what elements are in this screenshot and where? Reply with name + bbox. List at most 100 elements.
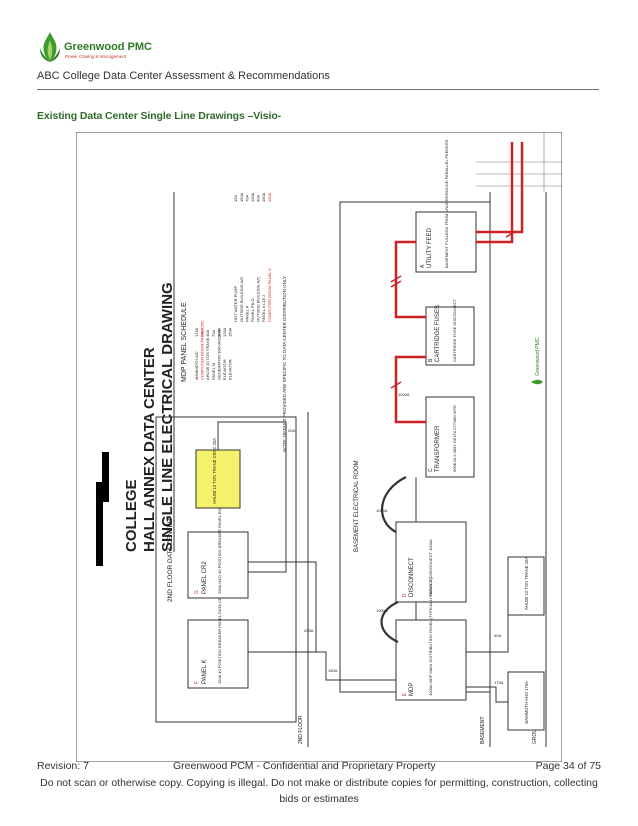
copy-notice: Do not scan or otherwise copy. Copying i… xyxy=(40,777,598,805)
greenwood-logo: Greenwood PMC Power Cooling & Management xyxy=(40,32,152,62)
schedule-row-amps: 70A xyxy=(211,330,216,337)
wire-label: 20A xyxy=(288,428,295,433)
schedule-row-name: PANEL M xyxy=(211,363,216,380)
utility-letter: A xyxy=(420,264,426,268)
ahu28-desc: AHU28 10 TON TRANE CRAC 20A xyxy=(212,438,217,504)
schedule-row-name: OUTSIDE BUILDING A/C xyxy=(239,277,244,322)
schedule-row-name: MAMMOTH A/C xyxy=(194,351,199,380)
redaction-mark-1 xyxy=(102,452,109,502)
redaction-mark-2 xyxy=(96,482,103,566)
disconnect-title: DISCONNECT xyxy=(409,557,415,597)
panel-k-box xyxy=(187,619,249,689)
disconnect-letter: D xyxy=(402,593,408,597)
schedule-row-amps: 70A xyxy=(244,195,249,202)
schedule-row-name: COMPUTER ROOM PANEL K xyxy=(267,268,272,322)
mdp-title: MDP xyxy=(409,683,415,696)
schedule-title: MDP PANEL SCHEDULE xyxy=(181,302,188,382)
wire-label: 200A xyxy=(304,628,314,633)
logo-tagline: Power Cooling & Management xyxy=(65,54,127,59)
mdp-box xyxy=(395,619,467,701)
feed-slashes xyxy=(390,230,517,389)
transformer-desc: 500KVA 2,400V DELTA 277/480 WYE xyxy=(452,405,457,472)
drawing-title-line-1: COLLEGE xyxy=(123,479,140,552)
schedule-note: NOTE: DETAILS PROVIDED ARE SPECIFIC TO D… xyxy=(282,276,287,452)
basement-line-label: BASEMENT xyxy=(480,716,486,744)
schedule-row-amps: 175A xyxy=(194,327,199,337)
schedule-row-amps: 100A xyxy=(250,192,255,202)
stamp-name: Greenwood PMC xyxy=(535,337,541,376)
panel-k-desc: 150A 40 POSITION BREAKER PANEL DATA CENT… xyxy=(217,586,222,684)
wire-label: 40A xyxy=(494,633,501,638)
utility-title: UTILITY FEED xyxy=(427,227,433,268)
utility-desc: BASEMENT PULLBOX FROM UNDERGROUND PARALL… xyxy=(444,139,449,268)
floor-area-label: 2ND FLOOR DATA CENTER xyxy=(167,518,174,602)
cartridge-letter: B xyxy=(428,358,434,362)
footer-revision: Revision: 7 xyxy=(37,760,89,772)
mdp-letter: E xyxy=(402,692,408,696)
schedule-row-amps: 100A xyxy=(216,327,221,337)
schedule-row-name: AHU28 10 TON TRANE xyxy=(205,337,210,380)
disconnect-box xyxy=(395,521,467,603)
conductor-bundles xyxy=(380,476,407,644)
wire-label: 1000A xyxy=(376,508,388,513)
schedule-row-name: HOT WATER PUMP xyxy=(233,286,238,322)
panel-k-title: PANEL K xyxy=(202,659,208,684)
ahu-basement-box xyxy=(507,556,545,616)
mammoth-desc: MAMMOTH AHU 175A xyxy=(524,681,529,724)
transformer-box xyxy=(425,396,475,478)
greenwood-stamp: Greenwood PMC xyxy=(531,337,543,385)
footer-confidential: Greenwood PCM - Confidential and Proprie… xyxy=(173,760,436,772)
wire-labels: 150A 200A 1000A 1000A 1000A 175A 40A 20A xyxy=(288,392,504,685)
transformer-letter: C xyxy=(428,468,434,472)
schedule-row-amps: 150A xyxy=(261,192,266,202)
panel-cr2-box xyxy=(187,531,249,599)
basement-room-label: BASEMENT ELECTRICAL ROOM xyxy=(354,460,360,552)
schedule-row-name: GENERATOR 30KVA/30KW xyxy=(216,330,221,380)
schedule-row-amps: 15A xyxy=(233,195,238,202)
transformer-title: TRANSFORMER xyxy=(435,425,441,472)
schedule-row-name: ELEVATOR xyxy=(222,359,227,380)
wire-label: 175A xyxy=(494,680,504,685)
mdp-desc: 1000A MDP MAIN DISTRIBUTION PANEL (TYPIC… xyxy=(428,577,433,696)
header-divider xyxy=(37,89,599,90)
schedule-row-amps: 150A xyxy=(239,192,244,202)
section-heading: Existing Data Center Single Line Drawing… xyxy=(37,110,282,122)
schedule-row-amps: 150A xyxy=(267,192,272,202)
drawing-title-line-2: HALL ANNEX DATA CENTER xyxy=(141,347,158,552)
ahu28-crac-box xyxy=(195,449,241,509)
schedule-row-name: PANEL P xyxy=(244,305,249,322)
schedule-row-name: COMPUTER ROOM PANEL CR2 xyxy=(200,320,205,380)
feeder-wires xyxy=(217,421,509,703)
wire-label: 150A xyxy=(328,668,338,673)
floor-line-label: 2ND FLOOR xyxy=(298,715,304,744)
cartridge-fuse-box xyxy=(425,306,475,366)
drawing-frame xyxy=(76,132,562,762)
logo-name: Greenwood PMC xyxy=(64,41,152,53)
cartridge-title: CARTRIDGE FUSES xyxy=(435,305,441,362)
schedule-row-amps: 60A xyxy=(256,195,261,202)
panel-cr2-title: PANEL CR2 xyxy=(202,561,208,594)
stamp-flame-icon xyxy=(531,379,543,385)
panel-cr2-desc: 200A MLO 40 POSITION BREAKER PANEL ROOM … xyxy=(217,493,222,594)
footer-page-number: Page 34 of 75 xyxy=(535,760,601,772)
cartridge-desc: CARTRIDGE FUSE DISCONNECT xyxy=(452,299,457,362)
ahu-basement-desc: AHU28 10 TON TRANE 40A xyxy=(524,557,529,610)
mammoth-box xyxy=(507,671,545,731)
panel-cr2-letter: G xyxy=(194,590,200,594)
panel-k-letter: F xyxy=(194,681,200,684)
flame-logo-icon xyxy=(40,32,60,62)
document-title: ABC College Data Center Assessment & Rec… xyxy=(37,70,330,82)
wire-label: 1000A xyxy=(376,608,388,613)
wire-label: 1000A xyxy=(398,392,410,397)
single-line-drawing: COLLEGE HALL ANNEX DATA CENTER SINGLE LI… xyxy=(76,132,562,762)
schedule-row-name: PANEL PB-O xyxy=(250,298,255,322)
schedule-row-name: OUTSIDE BUILDING A/C xyxy=(256,277,261,322)
second-floor-area xyxy=(155,416,297,723)
schedule-row-name: ELEVATOR xyxy=(228,359,233,380)
disconnect-desc: SERVICE DISCONNECT 1000A xyxy=(428,539,433,597)
schedule-row-name: PANEL 4 L18 J xyxy=(261,295,266,322)
schedule-row-amps: 40A xyxy=(205,330,210,337)
schedule-row-amps: 125A xyxy=(222,327,227,337)
schedule-row-amps: 150A xyxy=(228,327,233,337)
